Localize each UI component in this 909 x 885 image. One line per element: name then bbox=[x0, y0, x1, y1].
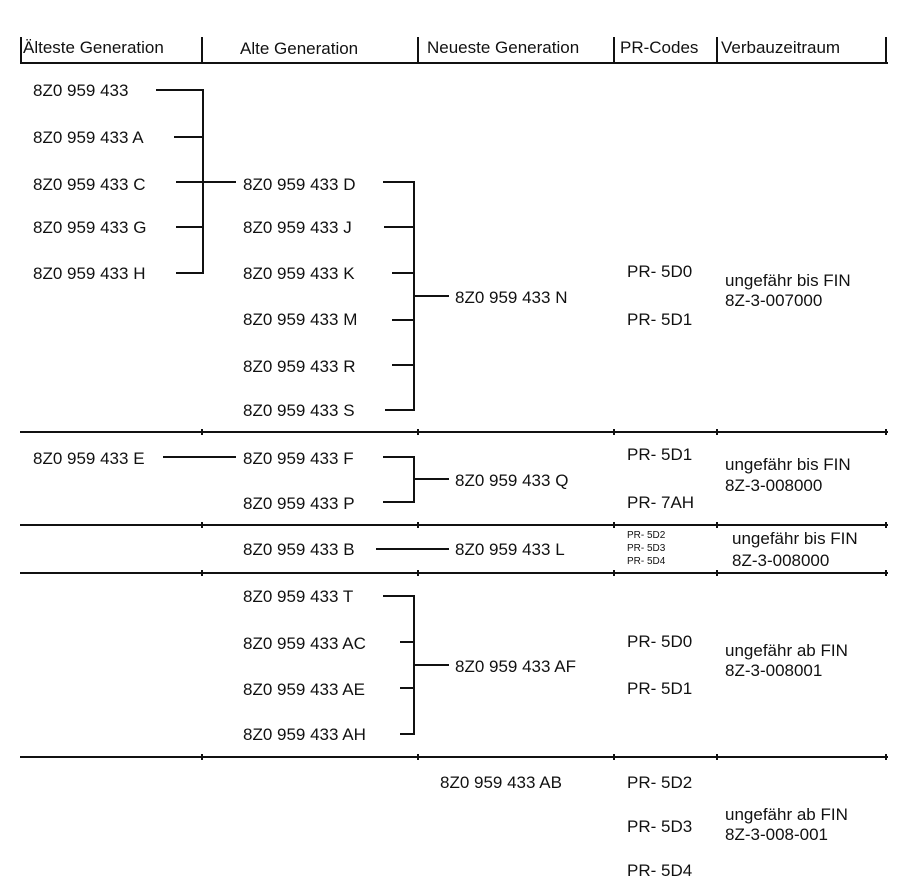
supersession-group-3: 8Z0 959 433 B 8Z0 959 433 L PR- 5D2 PR- … bbox=[243, 529, 858, 570]
supersession-group-5: 8Z0 959 433 AB PR- 5D2 PR- 5D3 PR- 5D4 u… bbox=[440, 773, 848, 880]
pr-code: PR- 5D0 bbox=[627, 632, 692, 651]
newest-part-number: 8Z0 959 433 AB bbox=[440, 773, 562, 792]
old-part-number: 8Z0 959 433 F bbox=[243, 449, 354, 468]
oldest-part-number: 8Z0 959 433 bbox=[33, 81, 128, 100]
newest-part-number: 8Z0 959 433 L bbox=[455, 540, 565, 559]
pr-code: PR- 5D3 bbox=[627, 543, 666, 554]
installation-period-label: ungefähr bis FIN bbox=[725, 455, 851, 474]
old-part-number: 8Z0 959 433 B bbox=[243, 540, 355, 559]
oldest-part-number: 8Z0 959 433 C bbox=[33, 175, 145, 194]
old-part-number: 8Z0 959 433 R bbox=[243, 357, 355, 376]
old-part-number: 8Z0 959 433 J bbox=[243, 218, 352, 237]
header-old-generation: Alte Generation bbox=[240, 39, 358, 58]
newest-part-number: 8Z0 959 433 AF bbox=[455, 657, 576, 676]
installation-period-fin: 8Z-3-007000 bbox=[725, 291, 822, 310]
pr-code: PR- 5D4 bbox=[627, 556, 666, 567]
oldest-part-number: 8Z0 959 433 E bbox=[33, 449, 145, 468]
installation-period-label: ungefähr ab FIN bbox=[725, 641, 848, 660]
pr-code: PR- 5D1 bbox=[627, 445, 692, 464]
newest-part-number: 8Z0 959 433 N bbox=[455, 288, 567, 307]
old-part-number: 8Z0 959 433 K bbox=[243, 264, 355, 283]
oldest-part-number: 8Z0 959 433 H bbox=[33, 264, 145, 283]
pr-code: PR- 5D2 bbox=[627, 530, 666, 541]
old-part-number: 8Z0 959 433 T bbox=[243, 587, 353, 606]
old-part-number: 8Z0 959 433 M bbox=[243, 310, 357, 329]
pr-code: PR- 5D4 bbox=[627, 861, 692, 880]
column-ticks bbox=[201, 429, 887, 760]
newest-part-number: 8Z0 959 433 Q bbox=[455, 471, 568, 490]
installation-period-fin: 8Z-3-008001 bbox=[725, 661, 822, 680]
header-newest-generation: Neueste Generation bbox=[427, 38, 579, 57]
old-part-number: 8Z0 959 433 S bbox=[243, 401, 355, 420]
old-part-number: 8Z0 959 433 P bbox=[243, 494, 355, 513]
pr-code: PR- 5D0 bbox=[627, 262, 692, 281]
old-part-number: 8Z0 959 433 D bbox=[243, 175, 355, 194]
old-part-number: 8Z0 959 433 AH bbox=[243, 725, 366, 744]
supersession-group-2: 8Z0 959 433 E 8Z0 959 433 F 8Z0 959 433 … bbox=[33, 445, 851, 513]
installation-period-fin: 8Z-3-008000 bbox=[725, 476, 822, 495]
pr-code: PR- 5D2 bbox=[627, 773, 692, 792]
oldest-part-number: 8Z0 959 433 G bbox=[33, 218, 146, 237]
installation-period-fin: 8Z-3-008-001 bbox=[725, 825, 828, 844]
installation-period-label: ungefähr bis FIN bbox=[732, 529, 858, 548]
header-installation-period: Verbauzeitraum bbox=[721, 38, 840, 57]
installation-period-fin: 8Z-3-008000 bbox=[732, 551, 829, 570]
pr-code: PR- 5D1 bbox=[627, 310, 692, 329]
header-pr-codes: PR-Codes bbox=[620, 38, 698, 57]
old-part-number: 8Z0 959 433 AC bbox=[243, 634, 366, 653]
supersession-group-4: 8Z0 959 433 T 8Z0 959 433 AC 8Z0 959 433… bbox=[243, 587, 848, 744]
pr-code: PR- 5D3 bbox=[627, 817, 692, 836]
supersession-group-1: 8Z0 959 433 8Z0 959 433 A 8Z0 959 433 C … bbox=[33, 81, 851, 420]
pr-code: PR- 7AH bbox=[627, 493, 694, 512]
installation-period-label: ungefähr bis FIN bbox=[725, 271, 851, 290]
header-oldest-generation: Älteste Generation bbox=[23, 38, 164, 57]
column-header-row: Älteste Generation Alte Generation Neues… bbox=[20, 37, 888, 64]
old-part-number: 8Z0 959 433 AE bbox=[243, 680, 365, 699]
pr-code: PR- 5D1 bbox=[627, 679, 692, 698]
installation-period-label: ungefähr ab FIN bbox=[725, 805, 848, 824]
oldest-part-number: 8Z0 959 433 A bbox=[33, 128, 144, 147]
